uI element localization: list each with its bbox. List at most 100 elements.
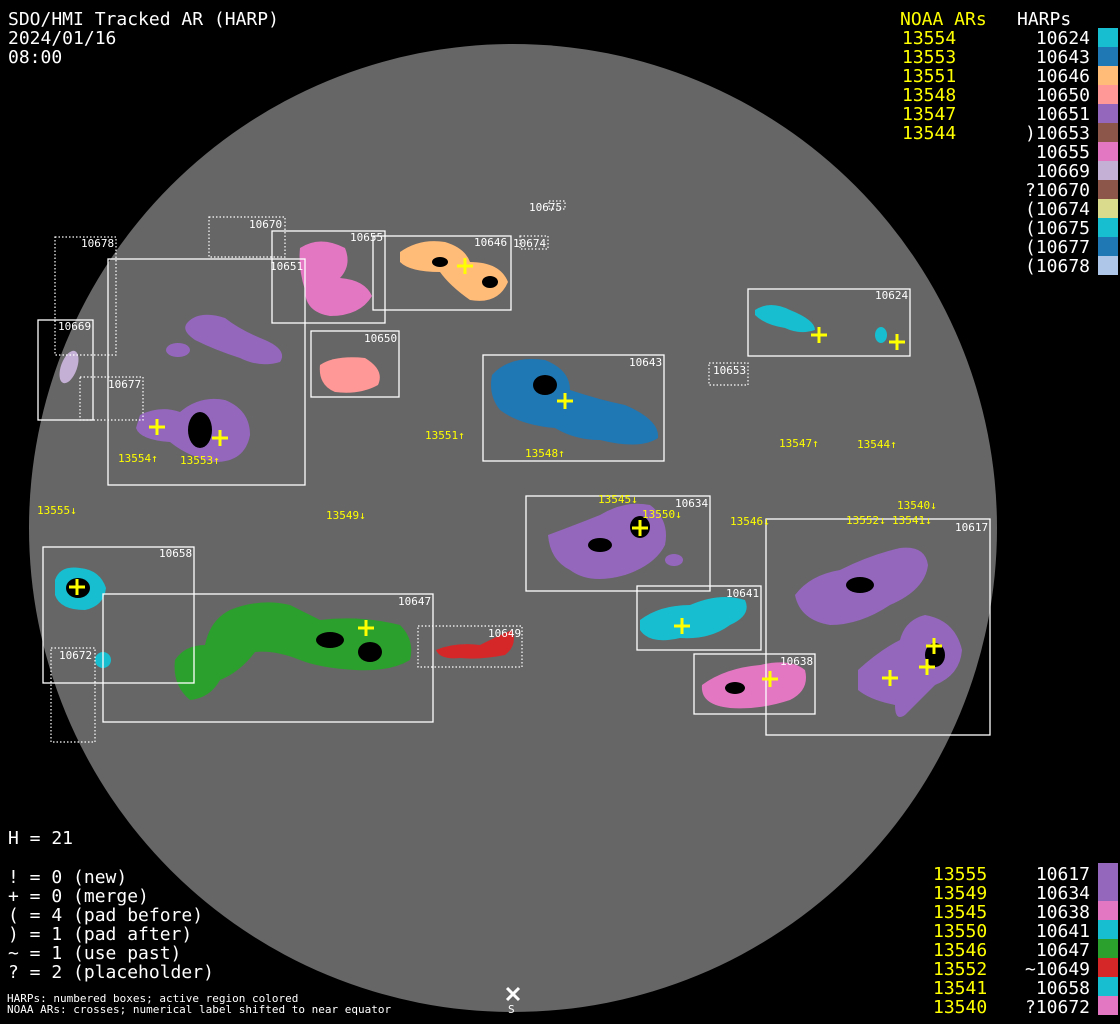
- legend-harp-item: 10647: [1035, 940, 1090, 961]
- noaa-cross-icon: [919, 659, 935, 675]
- harp-count: H = 21: [8, 828, 74, 849]
- legend-harp-item: 10658: [1035, 978, 1090, 999]
- legend-noaa-item: 13549: [933, 883, 988, 904]
- region-10650: [319, 357, 380, 393]
- legend-harp-item: 10638: [1035, 902, 1090, 923]
- noaa-cross-icon: [557, 393, 573, 409]
- harp-label: 10670: [249, 218, 282, 231]
- legend-noaa-item: 13553: [902, 47, 957, 68]
- region-10624a: [755, 305, 815, 333]
- legend-color-swatch: [1098, 142, 1118, 161]
- region-10651a: [185, 314, 283, 365]
- legend-noaa-item: 13548: [902, 85, 957, 106]
- legend-color-swatch: [1098, 199, 1118, 218]
- harp-label: 10643: [629, 356, 662, 369]
- legend-noaa-item: 13555: [933, 864, 988, 885]
- noaa-cross-icon: [811, 327, 827, 343]
- noaa-label: 13555↓: [37, 504, 77, 517]
- region-10624b: [875, 327, 887, 343]
- legend-noaa-item: 13547: [902, 104, 957, 125]
- legend-color-swatch: [1098, 939, 1118, 958]
- harp-label: 10638: [780, 655, 813, 668]
- legend-harp-item: 10655: [1035, 142, 1090, 163]
- region-10669: [59, 350, 79, 384]
- harp-label: 10669: [58, 320, 91, 333]
- harp-label: 10674: [513, 237, 546, 250]
- noaa-crosses: [69, 258, 942, 687]
- region-10634b: [665, 554, 683, 566]
- region-10617b: [858, 615, 962, 718]
- legend-harp-item: 10624: [1035, 28, 1090, 49]
- noaa-cross-icon: [149, 419, 165, 435]
- noaa-cross-icon: [457, 258, 473, 274]
- harp-label: 10646: [474, 236, 507, 249]
- legend-color-swatch: [1098, 863, 1118, 882]
- noaa-cross-icon: [212, 430, 228, 446]
- legend-color-swatch: [1098, 28, 1118, 47]
- noaa-label: 13552↓: [846, 514, 886, 527]
- legend-color-swatch: [1098, 218, 1118, 237]
- harp-label: 10641: [726, 587, 759, 600]
- noaa-label: 13554↑: [118, 452, 158, 465]
- harp-label: 10624: [875, 289, 908, 302]
- time: 08:00: [8, 47, 63, 68]
- noaa-label: 13541↓: [892, 514, 932, 527]
- legend-color-swatch: [1098, 85, 1118, 104]
- legend-noaa-item: 13541: [933, 978, 988, 999]
- harp-label: 10678: [81, 237, 114, 250]
- harp-label: 10653: [713, 364, 746, 377]
- solar-disk: [29, 44, 997, 1012]
- stats-line: + = 0 (merge): [8, 886, 149, 907]
- noaa-label: 13553↑: [180, 454, 220, 467]
- stats-line: ) = 1 (pad after): [8, 924, 193, 945]
- legend-harp-item: (10678: [1024, 256, 1090, 277]
- legend-noaa-item: 13552: [933, 959, 988, 980]
- legend-harp-item: 10634: [1035, 883, 1090, 904]
- region-10651b: [166, 343, 190, 357]
- stats-line: ~ = 1 (use past): [8, 943, 182, 964]
- legend-color-swatch: [1098, 47, 1118, 66]
- south-marker-icon: [505, 986, 521, 1002]
- legend-color-swatch: [1098, 180, 1118, 199]
- legend-harp-item: 10651: [1035, 104, 1090, 125]
- noaa-label: 13544↑: [857, 438, 897, 451]
- region-10638: [701, 662, 806, 709]
- legend-color-swatch: [1098, 237, 1118, 256]
- note-noaa: NOAA ARs: crosses; numerical label shift…: [7, 1003, 392, 1016]
- harp-label: 10677: [108, 378, 141, 391]
- note-harps: HARPs: numbered boxes; active region col…: [7, 992, 299, 1005]
- stats-line: ! = 0 (new): [8, 867, 128, 888]
- harp-label: 10658: [159, 547, 192, 560]
- noaa-label: 13549↓: [326, 509, 366, 522]
- noaa-cross-icon: [358, 620, 374, 636]
- active-regions: [55, 241, 962, 718]
- legend-harp-item: )10653: [1024, 123, 1090, 144]
- legend-noaa-item: 13544: [902, 123, 957, 144]
- harp-label: 10651: [270, 260, 303, 273]
- legend-color-swatch: [1098, 256, 1118, 275]
- legend-harp-item: (10677: [1024, 237, 1090, 258]
- region-10649: [436, 630, 514, 659]
- noaa-label: 13546↓: [730, 515, 770, 528]
- noaa-cross-icon: [674, 618, 690, 634]
- legend-noaa-item: 13550: [933, 921, 988, 942]
- legend-color-swatch: [1098, 920, 1118, 939]
- date: 2024/01/16: [8, 28, 117, 49]
- legend-noaa-item: 13540: [933, 997, 988, 1018]
- harp-label: 10634: [675, 497, 708, 510]
- legend-harp-item: ?10672: [1024, 997, 1090, 1018]
- noaa-cross-icon: [889, 334, 905, 350]
- legend-harp-item: (10675: [1024, 218, 1090, 239]
- noaa-cross-icon: [632, 520, 648, 536]
- legend-harp-item: ?10670: [1024, 180, 1090, 201]
- harp-label: 10647: [398, 595, 431, 608]
- noaa-cross-icon: [882, 670, 898, 686]
- harp-label: 10617: [955, 521, 988, 534]
- region-10641: [640, 596, 747, 641]
- harp-label: 10650: [364, 332, 397, 345]
- harp-label: 10675: [529, 201, 562, 214]
- legend-color-swatch: [1098, 882, 1118, 901]
- legend-harp-item: ~10649: [1024, 959, 1090, 980]
- legend-harp-item: 10669: [1035, 161, 1090, 182]
